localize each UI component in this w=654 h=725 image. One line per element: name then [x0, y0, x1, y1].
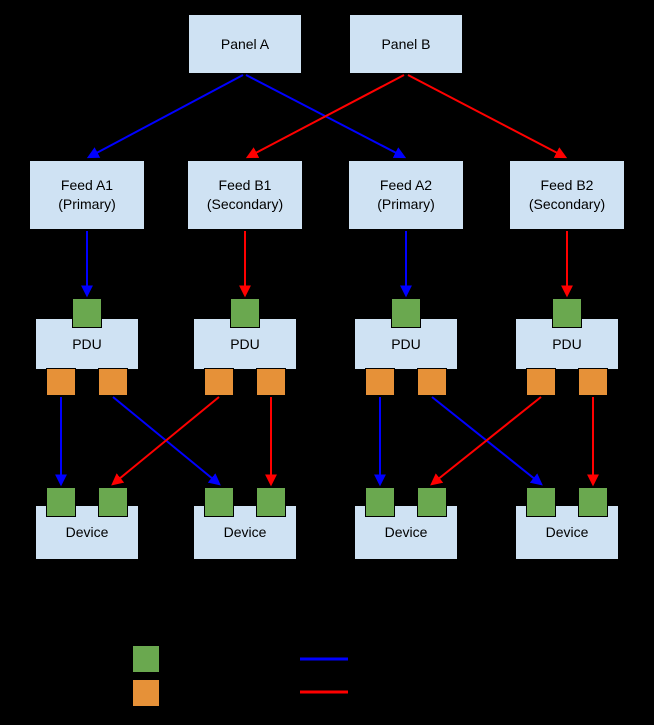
feed-a2-role: (Primary)	[377, 196, 435, 212]
feed-a1-role: (Primary)	[58, 196, 116, 212]
pdu-3-output-port-left	[365, 368, 395, 396]
legend-orange-square-icon	[132, 679, 160, 707]
feed-a1-name: Feed A1	[60, 177, 114, 193]
device-1-label: Device	[65, 524, 109, 540]
device-2-input-port-right	[256, 487, 286, 517]
pdu-3-label: PDU	[391, 335, 421, 352]
device-2-label: Device	[223, 524, 267, 540]
feed-b1-node: Feed B1 (Secondary)	[187, 160, 303, 230]
device-2-input-port-left	[204, 487, 234, 517]
pdu-1-output-port-right	[98, 368, 128, 396]
device-4-input-port-left	[526, 487, 556, 517]
device-3-label: Device	[384, 524, 428, 540]
pdu-4-output-port-right	[578, 368, 608, 396]
arrow-panel-a-to-feed-a1	[86, 74, 244, 159]
device-1-input-port-left	[46, 487, 76, 517]
feed-a2-name: Feed A2	[379, 177, 433, 193]
device-4-label: Device	[545, 524, 589, 540]
pdu-2-node: PDU	[193, 318, 297, 370]
pdu-3-input-port	[391, 298, 421, 328]
pdu-1-output-port-left	[46, 368, 76, 396]
device-3-input-port-right	[417, 487, 447, 517]
panel-b-node: Panel B	[349, 14, 463, 74]
pdu-4-node: PDU	[515, 318, 619, 370]
pdu-2-label: PDU	[230, 335, 260, 352]
feed-b1-name: Feed B1	[218, 177, 272, 193]
arrow-pdu-2-left-to-device-1-right	[111, 396, 220, 486]
pdu-4-output-port-left	[526, 368, 556, 396]
pdu-4-input-port	[552, 298, 582, 328]
arrow-panel-a-to-feed-a2	[245, 74, 407, 159]
pdu-2-output-port-left	[204, 368, 234, 396]
feed-a2-node: Feed A2 (Primary)	[348, 160, 464, 230]
panel-a-label: Panel A	[220, 35, 270, 52]
arrow-pdu-1-right-to-device-2-left	[112, 396, 221, 486]
device-4-input-port-right	[578, 487, 608, 517]
feed-b2-name: Feed B2	[540, 177, 594, 193]
pdu-2-input-port	[230, 298, 260, 328]
pdu-4-label: PDU	[552, 335, 582, 352]
arrow-panel-b-to-feed-b1	[245, 74, 405, 159]
legend-green-square-icon	[132, 645, 160, 673]
pdu-1-input-port	[72, 298, 102, 328]
feed-b2-role: (Secondary)	[528, 196, 606, 212]
arrow-panel-b-to-feed-b2	[407, 74, 568, 159]
panel-b-label: Panel B	[381, 35, 431, 52]
feed-b2-node: Feed B2 (Secondary)	[509, 160, 625, 230]
feed-b1-role: (Secondary)	[206, 196, 284, 212]
pdu-3-output-port-right	[417, 368, 447, 396]
arrow-pdu-4-left-to-device-3-right	[430, 396, 542, 486]
arrow-pdu-3-right-to-device-4-left	[431, 396, 543, 486]
feed-a1-node: Feed A1 (Primary)	[29, 160, 145, 230]
pdu-1-label: PDU	[72, 335, 102, 352]
device-1-input-port-right	[98, 487, 128, 517]
panel-a-node: Panel A	[188, 14, 302, 74]
device-3-input-port-left	[365, 487, 395, 517]
pdu-2-output-port-right	[256, 368, 286, 396]
